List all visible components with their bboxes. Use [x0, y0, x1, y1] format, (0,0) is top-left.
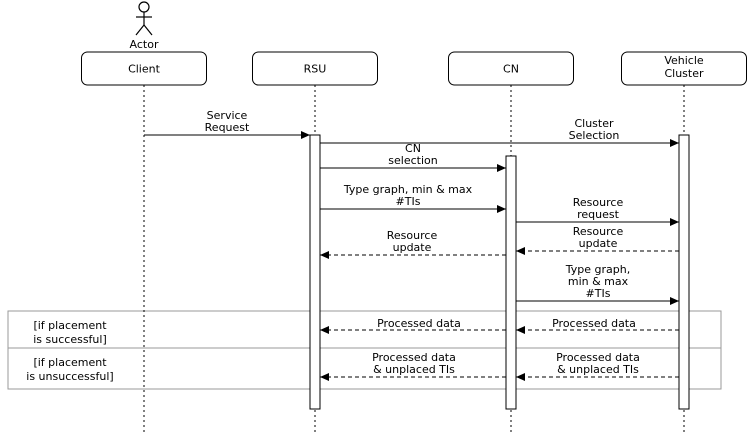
message-label-processed-data-vc: Processed data	[552, 317, 636, 330]
activation-bar-vehicle-cluster	[678, 134, 690, 410]
message-label-type-graph-to-cn: Type graph, min & max#TIs	[343, 183, 473, 208]
participant-label-cn: CN	[503, 63, 519, 76]
participant-label-client: Client	[128, 63, 161, 76]
participant-box-client	[81, 51, 207, 86]
participant-label-rsu: RSU	[304, 63, 327, 76]
message-label-processed-unplaced-vc: Processed data& unplaced TIs	[556, 351, 640, 376]
activation-bar-cn	[505, 155, 517, 410]
fragment-if-unsuccessful	[7, 347, 722, 390]
actor-icon	[135, 1, 153, 36]
message-label-processed-unplaced-cn: Processed data& unplaced TIs	[372, 351, 456, 376]
activation-bar-rsu	[309, 134, 321, 410]
message-label-type-graph-to-vc: Type graph,min & max#TIs	[565, 263, 630, 300]
participant-box-cn	[448, 51, 574, 86]
message-label-processed-data-cn: Processed data	[377, 317, 461, 330]
actor-label: Actor	[130, 38, 159, 51]
participant-box-rsu	[252, 51, 378, 86]
